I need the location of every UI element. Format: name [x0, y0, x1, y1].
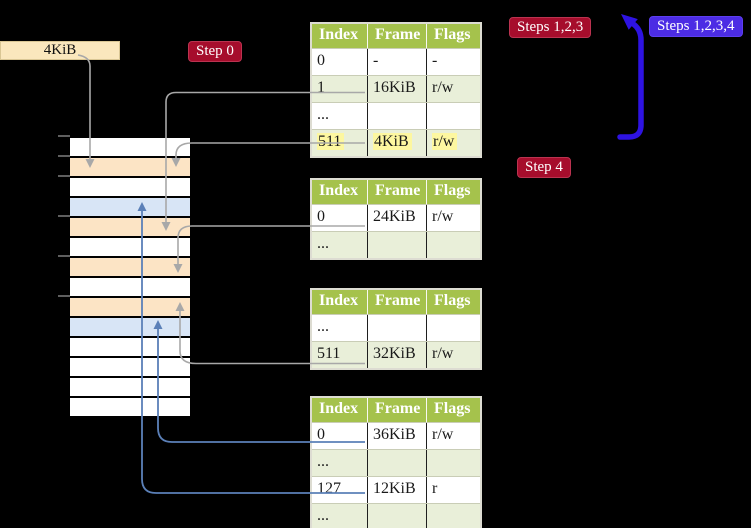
memory-frame-row-12 [70, 376, 190, 396]
table-cell [427, 504, 480, 528]
table-cell: 24KiB [368, 205, 427, 231]
table-cell: ... [312, 103, 368, 129]
table-cell: r/w [432, 426, 454, 443]
table-cell: - [368, 49, 427, 75]
table-cell: ... [312, 315, 368, 341]
table-cell [368, 504, 427, 528]
table-cell: 511 [312, 130, 368, 156]
table-cell: ... [312, 504, 368, 528]
table-cell: r/w [432, 79, 454, 96]
column-header: Index [312, 290, 368, 314]
memory-frame-row-1 [70, 156, 190, 176]
address-tick-marks [58, 135, 70, 297]
table-row: ... [312, 231, 480, 258]
badge-steps-1-2-3-4: Steps 1,2,3,4 [649, 16, 743, 37]
column-header: Frame [368, 24, 427, 48]
memory-frame-row-11 [70, 356, 190, 376]
memory-frame-row-4 [70, 216, 190, 236]
table-cell [368, 450, 427, 476]
column-header: Index [312, 180, 368, 204]
table-cell [427, 315, 480, 341]
physical-memory-column [70, 136, 190, 418]
table-cell [427, 232, 480, 258]
badge-step-4: Step 4 [517, 157, 571, 178]
table-cell [427, 103, 480, 129]
frame-size-label: 4KiB [0, 41, 120, 60]
memory-frame-row-13 [70, 396, 190, 416]
arrow-recursive-loop [617, 14, 644, 140]
table-cell: 511 [312, 342, 368, 368]
table-row: ... [312, 314, 480, 341]
column-header: Index [312, 398, 368, 422]
table-cell: r [432, 480, 438, 497]
table-cell: ... [312, 450, 368, 476]
memory-frame-row-5 [70, 236, 190, 256]
column-header: Frame [368, 180, 427, 204]
table-cell: - [432, 52, 438, 69]
column-header: Flags [434, 400, 471, 417]
table-cell [427, 450, 480, 476]
table-cell [368, 103, 427, 129]
table-row: ... [312, 503, 480, 528]
table-cell: 32KiB [368, 342, 427, 368]
memory-frame-row-8 [70, 296, 190, 316]
memory-frame-row-6 [70, 256, 190, 276]
table-row: ... [312, 102, 480, 129]
table-cell: r/w [432, 345, 454, 362]
memory-frame-row-7 [70, 276, 190, 296]
column-header: Index [312, 24, 368, 48]
table-cell: r/w [432, 208, 454, 225]
badge-steps-1-2-3: Steps 1,2,3 [509, 17, 592, 38]
table-cell [368, 315, 427, 341]
table-cell: 127 [312, 477, 368, 503]
table-cell: 4KiB [368, 130, 427, 156]
table-cell: 0 [312, 205, 368, 231]
table-cell: 0 [312, 423, 368, 449]
column-header: Flags [434, 182, 471, 199]
column-header: Flags [434, 26, 471, 43]
column-header: Frame [368, 290, 427, 314]
table-row: 0-- [312, 48, 480, 75]
table-cell: 36KiB [368, 423, 427, 449]
table-cell: ... [312, 232, 368, 258]
table-cell: 16KiB [368, 76, 427, 102]
memory-frame-row-9 [70, 316, 190, 336]
memory-frame-row-3 [70, 196, 190, 216]
memory-frame-row-2 [70, 176, 190, 196]
column-header: Frame [368, 398, 427, 422]
memory-frame-row-0 [70, 136, 190, 156]
table-cell: 1 [312, 76, 368, 102]
column-header: Flags [434, 292, 471, 309]
table-cell: r/w [427, 130, 480, 156]
table-row: ... [312, 449, 480, 476]
badge-step-0: Step 0 [188, 41, 242, 62]
table-cell: 12KiB [368, 477, 427, 503]
memory-frame-row-10 [70, 336, 190, 356]
table-cell: 0 [312, 49, 368, 75]
table-cell [368, 232, 427, 258]
